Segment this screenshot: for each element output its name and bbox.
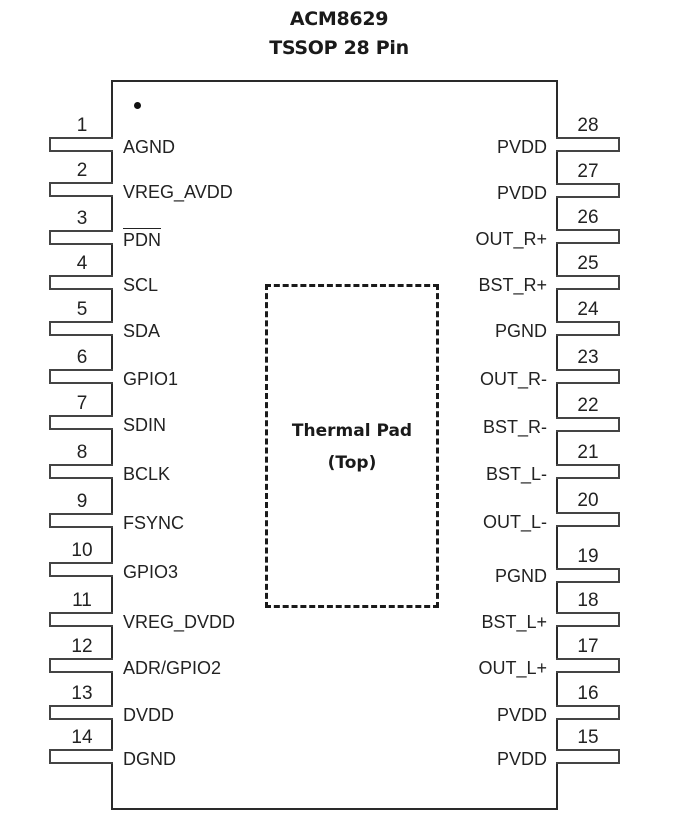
pin-number: 12: [71, 636, 93, 657]
pin-number: 11: [72, 590, 92, 611]
pin-number: 20: [577, 490, 599, 511]
pin-name: PGND: [494, 321, 547, 341]
pin-name: OUT_L+: [478, 658, 547, 678]
pin-name: BST_R-: [482, 417, 547, 437]
part-number-title: ACM8629: [289, 8, 389, 30]
pin-lead: [49, 464, 113, 479]
pin-lead: [556, 183, 620, 198]
pin1-indicator-dot: [134, 102, 141, 109]
pin-lead: [49, 705, 113, 720]
pin-lead: [49, 658, 113, 673]
pin-name: OUT_R-: [480, 369, 547, 389]
pin-name: PVDD: [496, 137, 547, 157]
pin-lead: [556, 369, 620, 384]
pin-number: 27: [577, 161, 599, 182]
pin-number: 15: [577, 727, 599, 748]
thermal-pad-label: Thermal Pad: [291, 421, 413, 441]
pin-lead: [556, 512, 620, 527]
pin-lead: [49, 369, 113, 384]
pin-number: 26: [577, 207, 599, 228]
pin-number: 7: [76, 393, 88, 414]
pin-lead: [49, 612, 113, 627]
pin-name: GPIO3: [123, 562, 179, 582]
pin-lead: [556, 275, 620, 290]
pin-number: 16: [577, 683, 599, 704]
pin-lead: [556, 321, 620, 336]
pin-name: SCL: [123, 275, 159, 295]
pin-name: OUT_R+: [475, 229, 547, 249]
package-title: TSSOP 28 Pin: [269, 37, 409, 59]
pin-name: VREG_DVDD: [123, 612, 236, 632]
pin-name: PGND: [494, 566, 547, 586]
pin-lead: [49, 415, 113, 430]
pin-name: VREG_AVDD: [123, 182, 233, 202]
pin-number: 5: [76, 299, 88, 320]
pin-number: 23: [577, 347, 599, 368]
pin-lead: [556, 749, 620, 764]
pin-number: 22: [577, 395, 599, 416]
thermal-pad-sublabel: (Top): [327, 453, 377, 473]
pin-name: SDA: [123, 321, 161, 341]
pin-lead: [49, 230, 113, 245]
pin-lead: [49, 137, 113, 152]
pin-lead: [556, 568, 620, 583]
pin-lead: [49, 749, 113, 764]
pin-name: BST_L+: [481, 612, 547, 632]
pin-name: AGND: [123, 137, 176, 157]
thermal-pad-outline: [265, 284, 439, 608]
pin-number: 21: [577, 442, 599, 463]
pin-number: 1: [76, 115, 88, 136]
pin-number: 19: [577, 546, 599, 567]
pin-name: DGND: [123, 749, 176, 769]
pin-number: 17: [577, 636, 599, 657]
pin-lead: [556, 137, 620, 152]
pin-name: GPIO1: [123, 369, 179, 389]
pin-name: OUT_L-: [482, 512, 547, 532]
pin-name: DVDD: [123, 705, 175, 725]
pin-number: 8: [76, 442, 88, 463]
pin-name: BCLK: [123, 464, 171, 484]
pin-number: 13: [71, 683, 93, 704]
pin-number: 6: [76, 347, 88, 368]
pin-name-active-low: PDN: [123, 228, 162, 250]
pin-name: PVDD: [496, 705, 547, 725]
pin-lead: [49, 513, 113, 528]
pin-name: PVDD: [496, 749, 547, 769]
pin-name: FSYNC: [123, 513, 185, 533]
pin-number: 3: [76, 208, 88, 229]
ic-package-body: [111, 80, 558, 810]
pin-lead: [49, 562, 113, 577]
pin-number: 28: [577, 115, 599, 136]
pin-lead: [49, 182, 113, 197]
pin-number: 2: [76, 160, 88, 181]
pin-number: 4: [76, 253, 88, 274]
pin-number: 9: [76, 491, 88, 512]
pin-name: BST_L-: [485, 464, 547, 484]
pin-number: 10: [71, 540, 93, 561]
pin-lead: [556, 705, 620, 720]
pin-lead: [49, 321, 113, 336]
pin-lead: [556, 658, 620, 673]
pin-name: ADR/GPIO2: [123, 658, 222, 678]
pin-lead: [49, 275, 113, 290]
pin-name: SDIN: [123, 415, 167, 435]
pin-number: 18: [577, 590, 599, 611]
pin-number: 24: [577, 299, 599, 320]
pin-number: 25: [577, 253, 599, 274]
pin-lead: [556, 612, 620, 627]
pin-name: PVDD: [496, 183, 547, 203]
pin-lead: [556, 229, 620, 244]
pin-number: 14: [71, 727, 93, 748]
pin-name: BST_R+: [478, 275, 547, 295]
pin-lead: [556, 464, 620, 479]
pin-lead: [556, 417, 620, 432]
